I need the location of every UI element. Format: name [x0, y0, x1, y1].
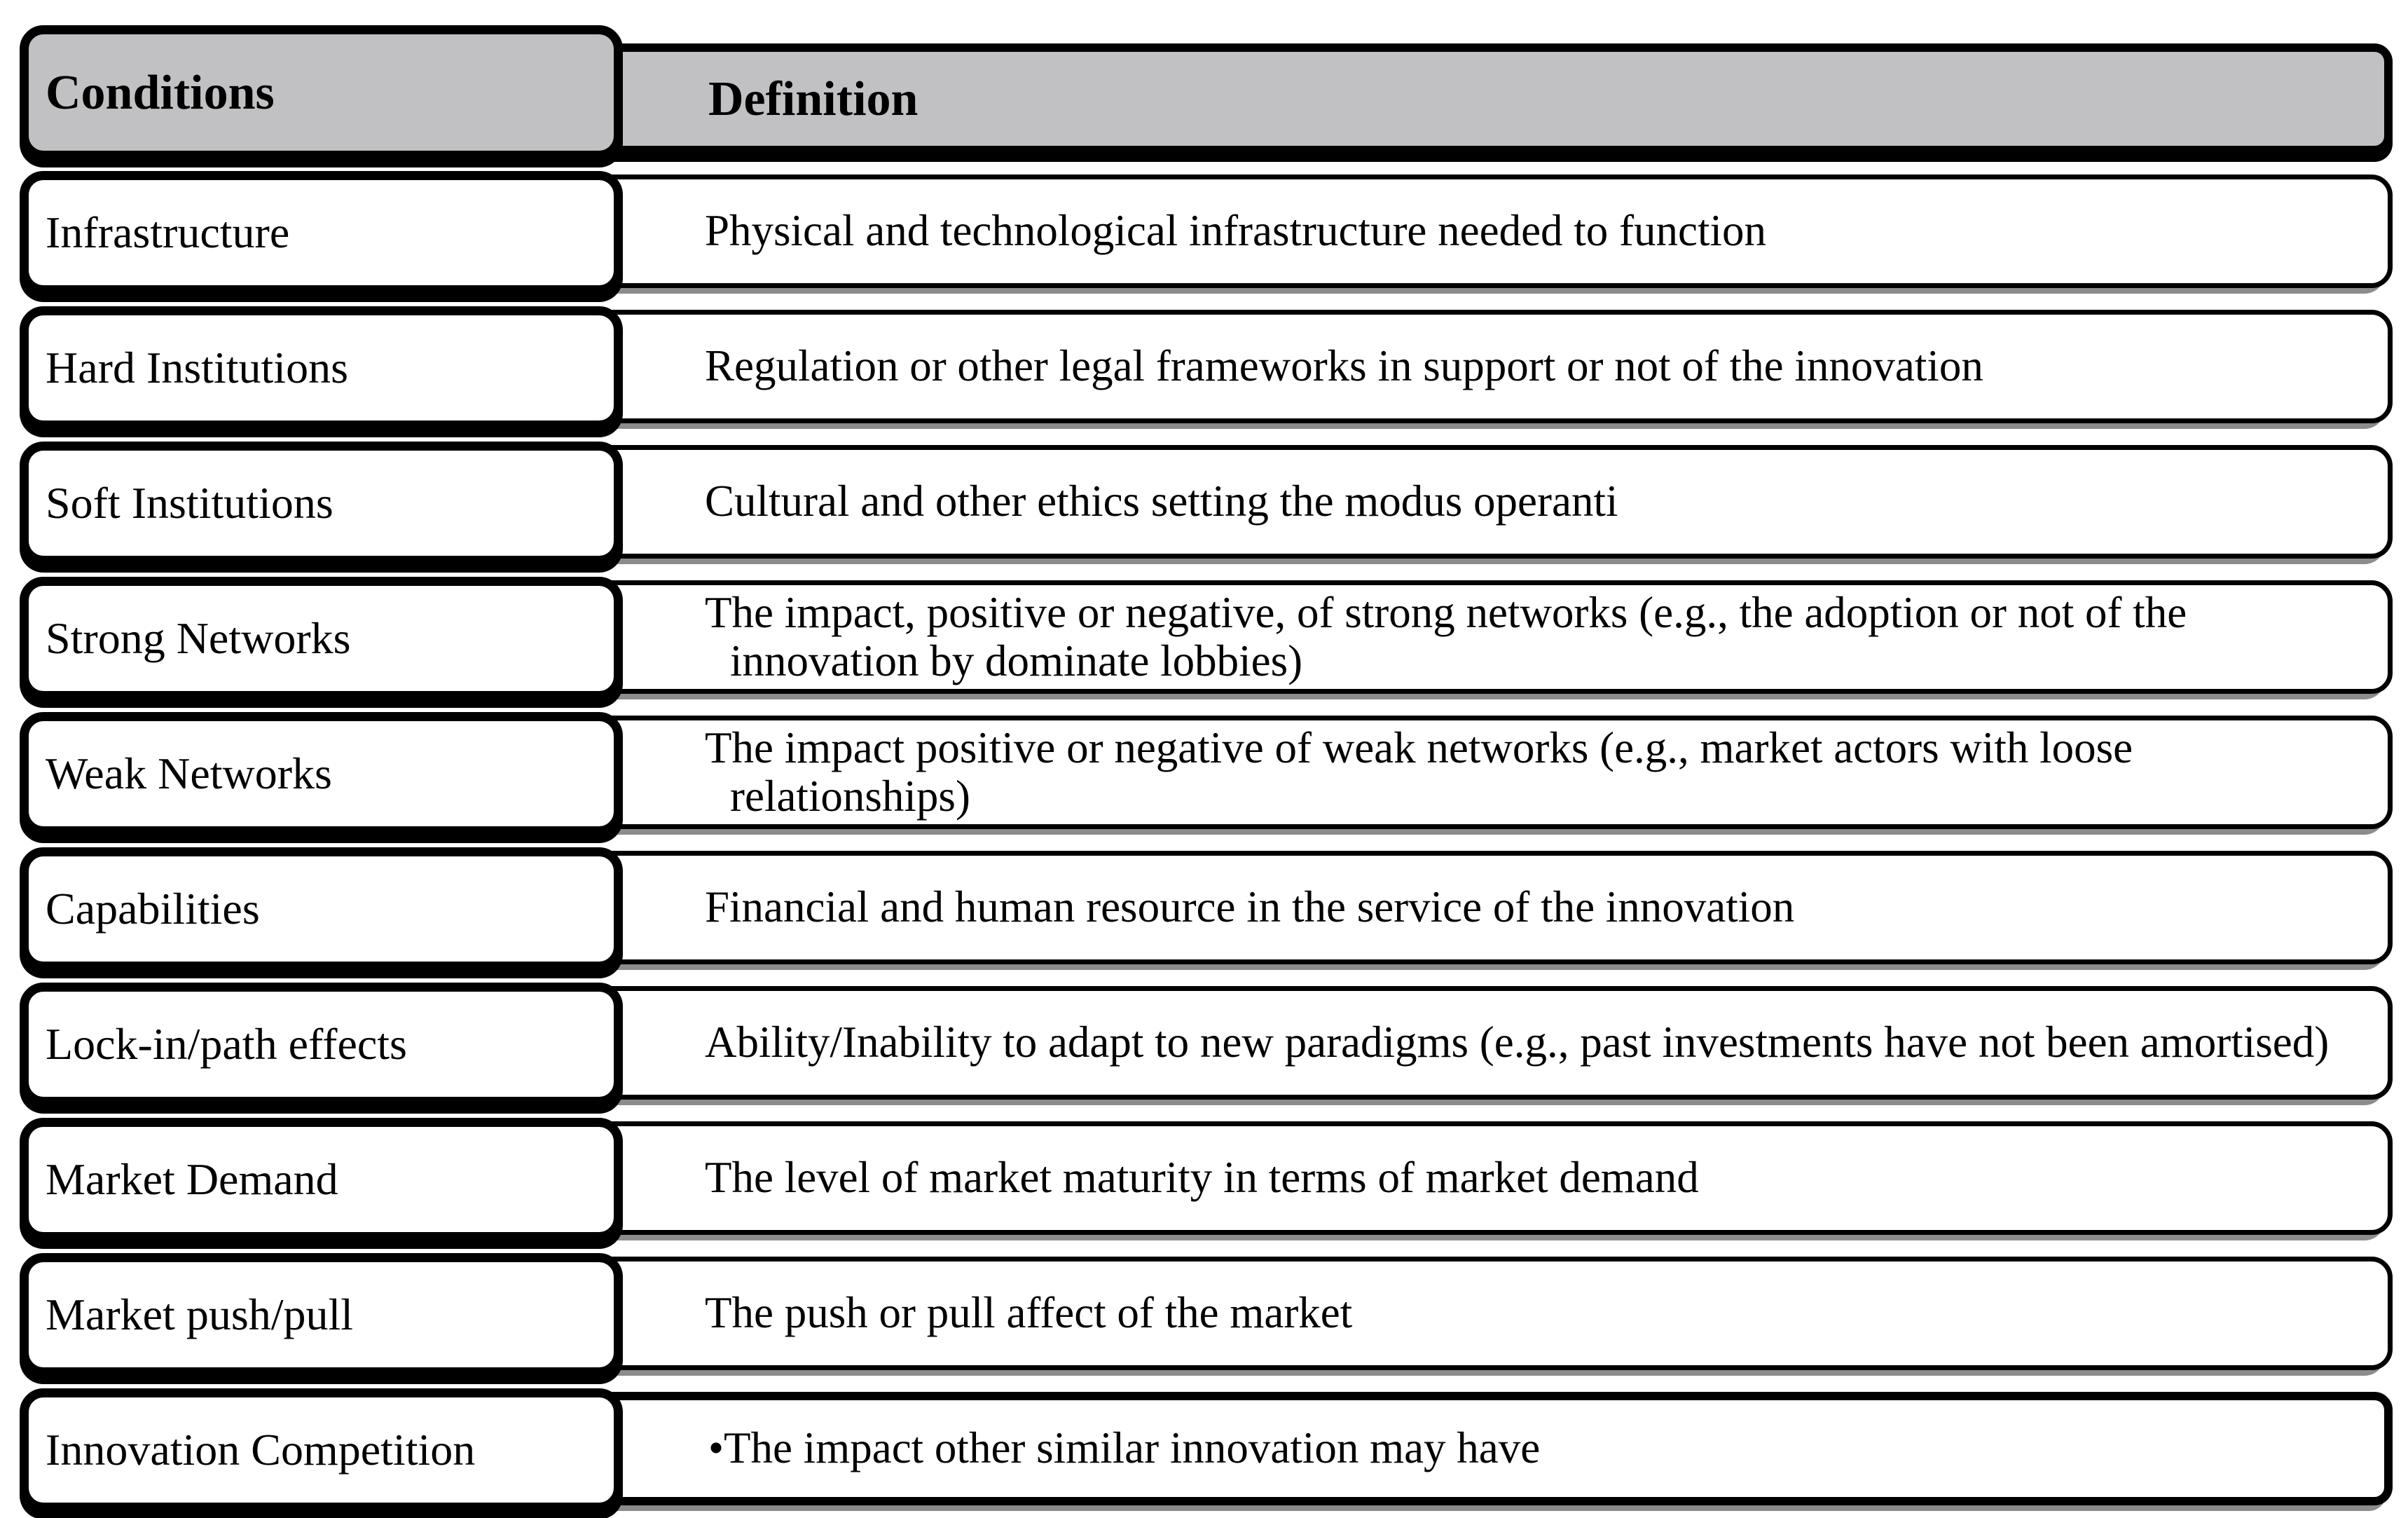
condition-cell: Strong Networks [20, 577, 623, 700]
table-row-innovation-competition: Innovation Competition •The impact other… [20, 1388, 2393, 1512]
condition-cell: Soft Institutions [20, 442, 623, 565]
condition-label: Strong Networks [46, 613, 351, 663]
table-row-capabilities: Capabilities Financial and human resourc… [20, 847, 2393, 971]
definition-cell: The impact positive or negative of weak … [588, 716, 2393, 829]
header-cell-definition: Definition [588, 43, 2393, 154]
definition-cell: •The impact other similar innovation may… [588, 1392, 2393, 1505]
definition-cell: Regulation or other legal frameworks in … [588, 310, 2393, 423]
definition-text: The impact, positive or negative, of str… [705, 587, 2187, 685]
definition-text: •The impact other similar innovation may… [708, 1423, 1541, 1473]
table-row-market-demand: Market Demand The level of market maturi… [20, 1118, 2393, 1241]
definition-text: The level of market maturity in terms of… [705, 1153, 1699, 1203]
condition-label: Capabilities [46, 883, 260, 934]
table-row-weak-networks: Weak Networks The impact positive or neg… [20, 712, 2393, 835]
condition-label: Market Demand [46, 1154, 338, 1204]
condition-label: Weak Networks [46, 748, 332, 798]
condition-cell: Lock-in/path effects [20, 983, 623, 1106]
definition-text: Physical and technological infrastructur… [705, 206, 1766, 256]
condition-label: Innovation Competition [46, 1424, 476, 1475]
header-definition-label: Definition [708, 71, 919, 126]
table-row-market-push-pull: Market push/pull The push or pull affect… [20, 1253, 2393, 1376]
definition-text: Ability/Inability to adapt to new paradi… [705, 1018, 2330, 1067]
condition-cell: Hard Institutions [20, 306, 623, 430]
condition-cell: Weak Networks [20, 712, 623, 835]
table-header-row: Conditions Definition [20, 25, 2393, 160]
condition-cell: Market push/pull [20, 1253, 623, 1376]
condition-label: Soft Institutions [46, 477, 333, 528]
definition-text: The push or pull affect of the market [705, 1288, 1353, 1338]
condition-cell: Market Demand [20, 1118, 623, 1241]
condition-label: Market push/pull [46, 1289, 354, 1339]
table-row-lock-in-path-effects: Lock-in/path effects Ability/Inability t… [20, 983, 2393, 1106]
definition-text: Regulation or other legal frameworks in … [705, 341, 1983, 391]
header-cell-conditions: Conditions [20, 25, 623, 160]
definition-cell: Cultural and other ethics setting the mo… [588, 445, 2393, 559]
condition-cell: Infrastructure [20, 171, 623, 294]
condition-label: Lock-in/path effects [46, 1018, 407, 1069]
header-conditions-label: Conditions [46, 65, 275, 120]
definition-cell: Financial and human resource in the serv… [588, 851, 2393, 964]
condition-cell: Capabilities [20, 847, 623, 971]
table-row-infrastructure: Infrastructure Physical and technologica… [20, 171, 2393, 294]
definition-cell: The push or pull affect of the market [588, 1257, 2393, 1370]
definition-text: The impact positive or negative of weak … [705, 723, 2133, 821]
condition-cell: Innovation Competition [20, 1388, 623, 1512]
definition-cell: Ability/Inability to adapt to new paradi… [588, 986, 2393, 1100]
definition-text: Cultural and other ethics setting the mo… [705, 477, 1618, 526]
table-row-soft-institutions: Soft Institutions Cultural and other eth… [20, 442, 2393, 565]
condition-label: Hard Institutions [46, 342, 348, 392]
definition-cell: Physical and technological infrastructur… [588, 175, 2393, 288]
table-row-hard-institutions: Hard Institutions Regulation or other le… [20, 306, 2393, 430]
definition-cell: The level of market maturity in terms of… [588, 1121, 2393, 1235]
condition-label: Infrastructure [46, 207, 290, 257]
definition-text: Financial and human resource in the serv… [705, 882, 1795, 932]
table-row-strong-networks: Strong Networks The impact, positive or … [20, 577, 2393, 700]
definition-cell: The impact, positive or negative, of str… [588, 580, 2393, 694]
